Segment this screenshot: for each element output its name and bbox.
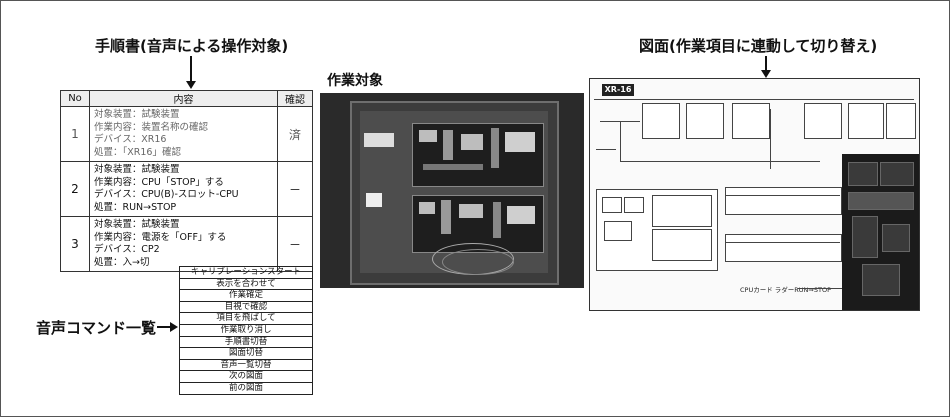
- content-line: 処置：RUN→STOP: [94, 201, 177, 213]
- row-content: 対象装置：試験装置 作業内容：電源を「OFF」する デバイス：CP2 処置：入→…: [89, 216, 278, 272]
- voice-commands-callout: 音声コマンド一覧: [36, 319, 157, 337]
- command-item[interactable]: 作業取り消し: [180, 325, 312, 337]
- drawing-callout: 図面(作業項目に連動して切り替え): [639, 37, 878, 55]
- command-item[interactable]: 音声一覧切替: [180, 360, 312, 372]
- row-check: －: [277, 216, 313, 272]
- content-line: 作業内容：CPU「STOP」する: [94, 176, 224, 188]
- cabinet: [350, 101, 559, 285]
- row-content: 対象装置：試験装置 作業内容：装置名称の確認 デバイス：XR16 処置：「XR1…: [89, 106, 278, 162]
- drawing-arrow-line: [765, 56, 767, 72]
- lower-board: [412, 195, 544, 253]
- header-content: 内容: [89, 90, 278, 107]
- table-row[interactable]: 1 対象装置：試験装置 作業内容：装置名称の確認 デバイス：XR16 処置：「X…: [60, 106, 313, 162]
- upper-board: [412, 123, 544, 187]
- content-line: 処置：入→切: [94, 256, 150, 268]
- command-item[interactable]: 項目を飛ばして: [180, 313, 312, 325]
- row-check: 済: [277, 106, 313, 162]
- content-line: 対象装置：試験装置: [94, 109, 180, 120]
- table-row[interactable]: 2 対象装置：試験装置 作業内容：CPU「STOP」する デバイス：CPU(B)…: [60, 161, 313, 217]
- command-item[interactable]: 表示を合わせて: [180, 279, 312, 291]
- schematic-title: XR-16: [602, 84, 634, 96]
- content-line: デバイス：XR16: [94, 134, 167, 145]
- content-line: デバイス：CPU(B)-スロット-CPU: [94, 189, 239, 200]
- target-callout: 作業対象: [327, 73, 383, 89]
- command-item[interactable]: 手順書切替: [180, 337, 312, 349]
- voice-arrow-head: [170, 322, 178, 332]
- device-photo: [842, 154, 919, 310]
- command-item[interactable]: 目視で確認: [180, 302, 312, 314]
- header-check: 確認: [277, 90, 313, 107]
- header-no: No: [60, 90, 90, 107]
- content-line: 作業内容：電源を「OFF」する: [94, 231, 227, 243]
- command-item[interactable]: 図面切替: [180, 348, 312, 360]
- schematic-drawing: XR-16 CPUカード ラダーRUN⇒STOP: [589, 78, 920, 311]
- procedure-table: No 内容 確認 1 対象装置：試験装置 作業内容：装置名称の確認 デバイス：X…: [60, 90, 313, 272]
- content-line: デバイス：CP2: [94, 244, 160, 255]
- schematic-note: CPUカード ラダーRUN⇒STOP: [740, 286, 831, 294]
- content-line: 作業内容：装置名称の確認: [94, 121, 209, 133]
- table-row[interactable]: 3 対象装置：試験装置 作業内容：電源を「OFF」する デバイス：CP2 処置：…: [60, 216, 313, 272]
- voice-command-list: キャリブレーションスタート 表示を合わせて 作業確定 目視で確認 項目を飛ばして…: [179, 266, 313, 395]
- procedure-arrow-head: [186, 81, 196, 89]
- command-item[interactable]: 作業確定: [180, 290, 312, 302]
- row-no: 2: [60, 161, 90, 217]
- row-check: －: [277, 161, 313, 217]
- command-item[interactable]: 次の図面: [180, 371, 312, 383]
- command-item[interactable]: キャリブレーションスタート: [180, 267, 312, 279]
- row-no: 1: [60, 106, 90, 162]
- equipment-photo: [320, 93, 584, 288]
- drawing-arrow-head: [761, 70, 771, 78]
- outlet: [366, 193, 382, 207]
- terminal-block: [364, 133, 394, 147]
- content-line: 対象装置：試験装置: [94, 164, 180, 175]
- procedure-callout: 手順書(音声による操作対象): [95, 37, 289, 55]
- row-content: 対象装置：試験装置 作業内容：CPU「STOP」する デバイス：CPU(B)-ス…: [89, 161, 278, 217]
- content-line: 対象装置：試験装置: [94, 219, 180, 230]
- content-line: 処置：「XR16」確認: [94, 146, 181, 158]
- voice-arrow-line: [157, 326, 171, 328]
- command-item[interactable]: 前の図面: [228, 382, 263, 393]
- row-no: 3: [60, 216, 90, 272]
- procedure-arrow-line: [190, 56, 192, 82]
